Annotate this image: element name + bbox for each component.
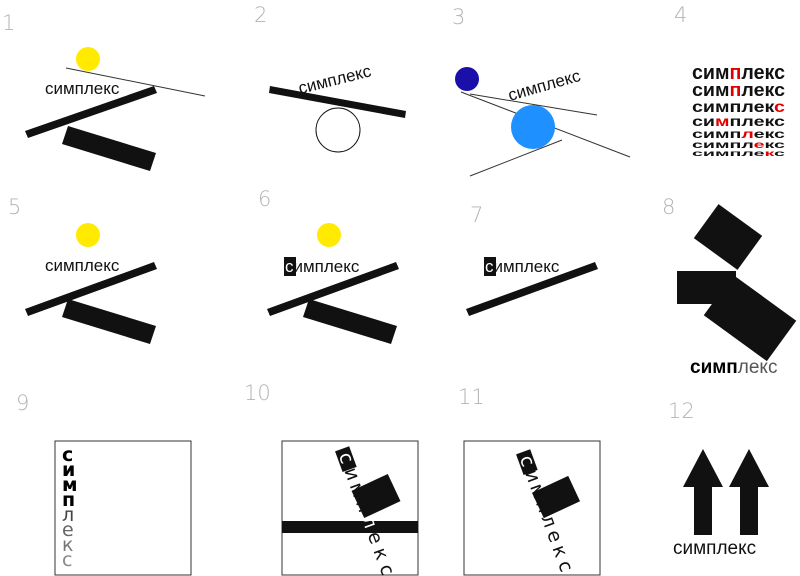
sketch-2: 2 симплекс (254, 3, 406, 153)
letter: п (62, 489, 75, 511)
outline-circle (315, 107, 361, 153)
letter: м (345, 479, 371, 500)
word-simplex: симплекс (45, 256, 120, 275)
word-simplex: симплекс (506, 66, 583, 105)
vertical-word: с и м п л е к с (62, 444, 78, 571)
letter: к (62, 534, 73, 556)
sketch-number: 11 (458, 385, 485, 409)
black-block (531, 475, 581, 519)
sketch-5: 5 симплекс (8, 195, 157, 344)
vertical-word: с и м п л е к с (515, 449, 577, 575)
letter: к (369, 545, 394, 563)
yellow-circle (76, 223, 100, 247)
letter: е (542, 527, 567, 546)
square-frame (463, 440, 601, 576)
letter: е (62, 519, 74, 541)
square-frame (54, 440, 192, 576)
horizontal-bar (282, 521, 418, 533)
sketch-number: 8 (662, 195, 675, 219)
black-rectangle (303, 299, 397, 344)
letter: с (553, 558, 577, 575)
letter: с (62, 549, 72, 571)
word-simplex: симплекс (296, 61, 373, 98)
sketch-number: 1 (2, 11, 15, 35)
sketch-3: 3 симплекс (452, 5, 631, 177)
letter: с (375, 561, 399, 576)
sketch-number: 4 (674, 3, 687, 27)
sketch-number: 10 (244, 381, 271, 405)
thick-bar (267, 262, 399, 316)
sketch-9: 9 с и м п л е к с (16, 391, 192, 576)
word-simplex: симплекс (673, 538, 756, 559)
sketch-1: 1 симплекс (2, 11, 206, 171)
thin-line (469, 139, 563, 177)
sketch-number: 9 (16, 391, 29, 415)
thick-bar (25, 86, 157, 138)
vertical-word: с и м п л е к с (334, 446, 399, 576)
black-rectangle (62, 126, 156, 171)
black-rectangle (62, 299, 156, 344)
letter-highlight-block (335, 446, 357, 473)
black-block (351, 473, 401, 519)
sketch-7: 7 симплекс (466, 203, 598, 316)
sketch-number: 5 (8, 195, 21, 219)
word-simplex: симплекс (485, 257, 560, 276)
thick-bar (269, 86, 406, 118)
sketch-number: 7 (470, 203, 483, 227)
thin-line (65, 67, 206, 97)
word-simplex: симплекс (285, 257, 360, 276)
thick-bar (25, 262, 157, 316)
word-simplex: симплекс (690, 357, 777, 378)
black-block (703, 274, 797, 362)
yellow-circle (76, 47, 100, 71)
navy-circle (455, 67, 479, 91)
square-frame (281, 440, 419, 576)
up-arrow-icon (683, 449, 723, 535)
thin-line (469, 93, 598, 116)
sketch-10: 10 с и м п л е к с (244, 381, 419, 576)
letter: к (548, 542, 573, 560)
sketch-number: 12 (668, 399, 695, 423)
letter: м (62, 474, 78, 496)
sketch-number: 3 (452, 5, 465, 29)
black-block (693, 204, 763, 270)
letter: м (525, 481, 551, 502)
yellow-circle (317, 223, 341, 247)
stack-line: симплекс (692, 62, 785, 84)
sketch-8: 8 симплекс (662, 195, 797, 378)
letter-highlight-block (484, 257, 496, 276)
sketch-number: 2 (254, 3, 267, 27)
letter: с (62, 444, 73, 466)
sketch-11: 11 с и м п л е к с (458, 385, 601, 576)
letter: л (62, 504, 74, 526)
blue-circle (511, 105, 555, 149)
sketch-number: 6 (258, 187, 271, 211)
sketch-6: 6 симплекс (258, 187, 399, 344)
thick-bar (466, 262, 598, 316)
sketch-12: 12 симплекс (668, 399, 769, 559)
letter: и (62, 459, 75, 481)
up-arrow-icon (729, 449, 769, 535)
word-simplex: симплекс (45, 79, 120, 98)
letter-highlight-block (516, 449, 538, 476)
letter-highlight-block (284, 257, 296, 276)
